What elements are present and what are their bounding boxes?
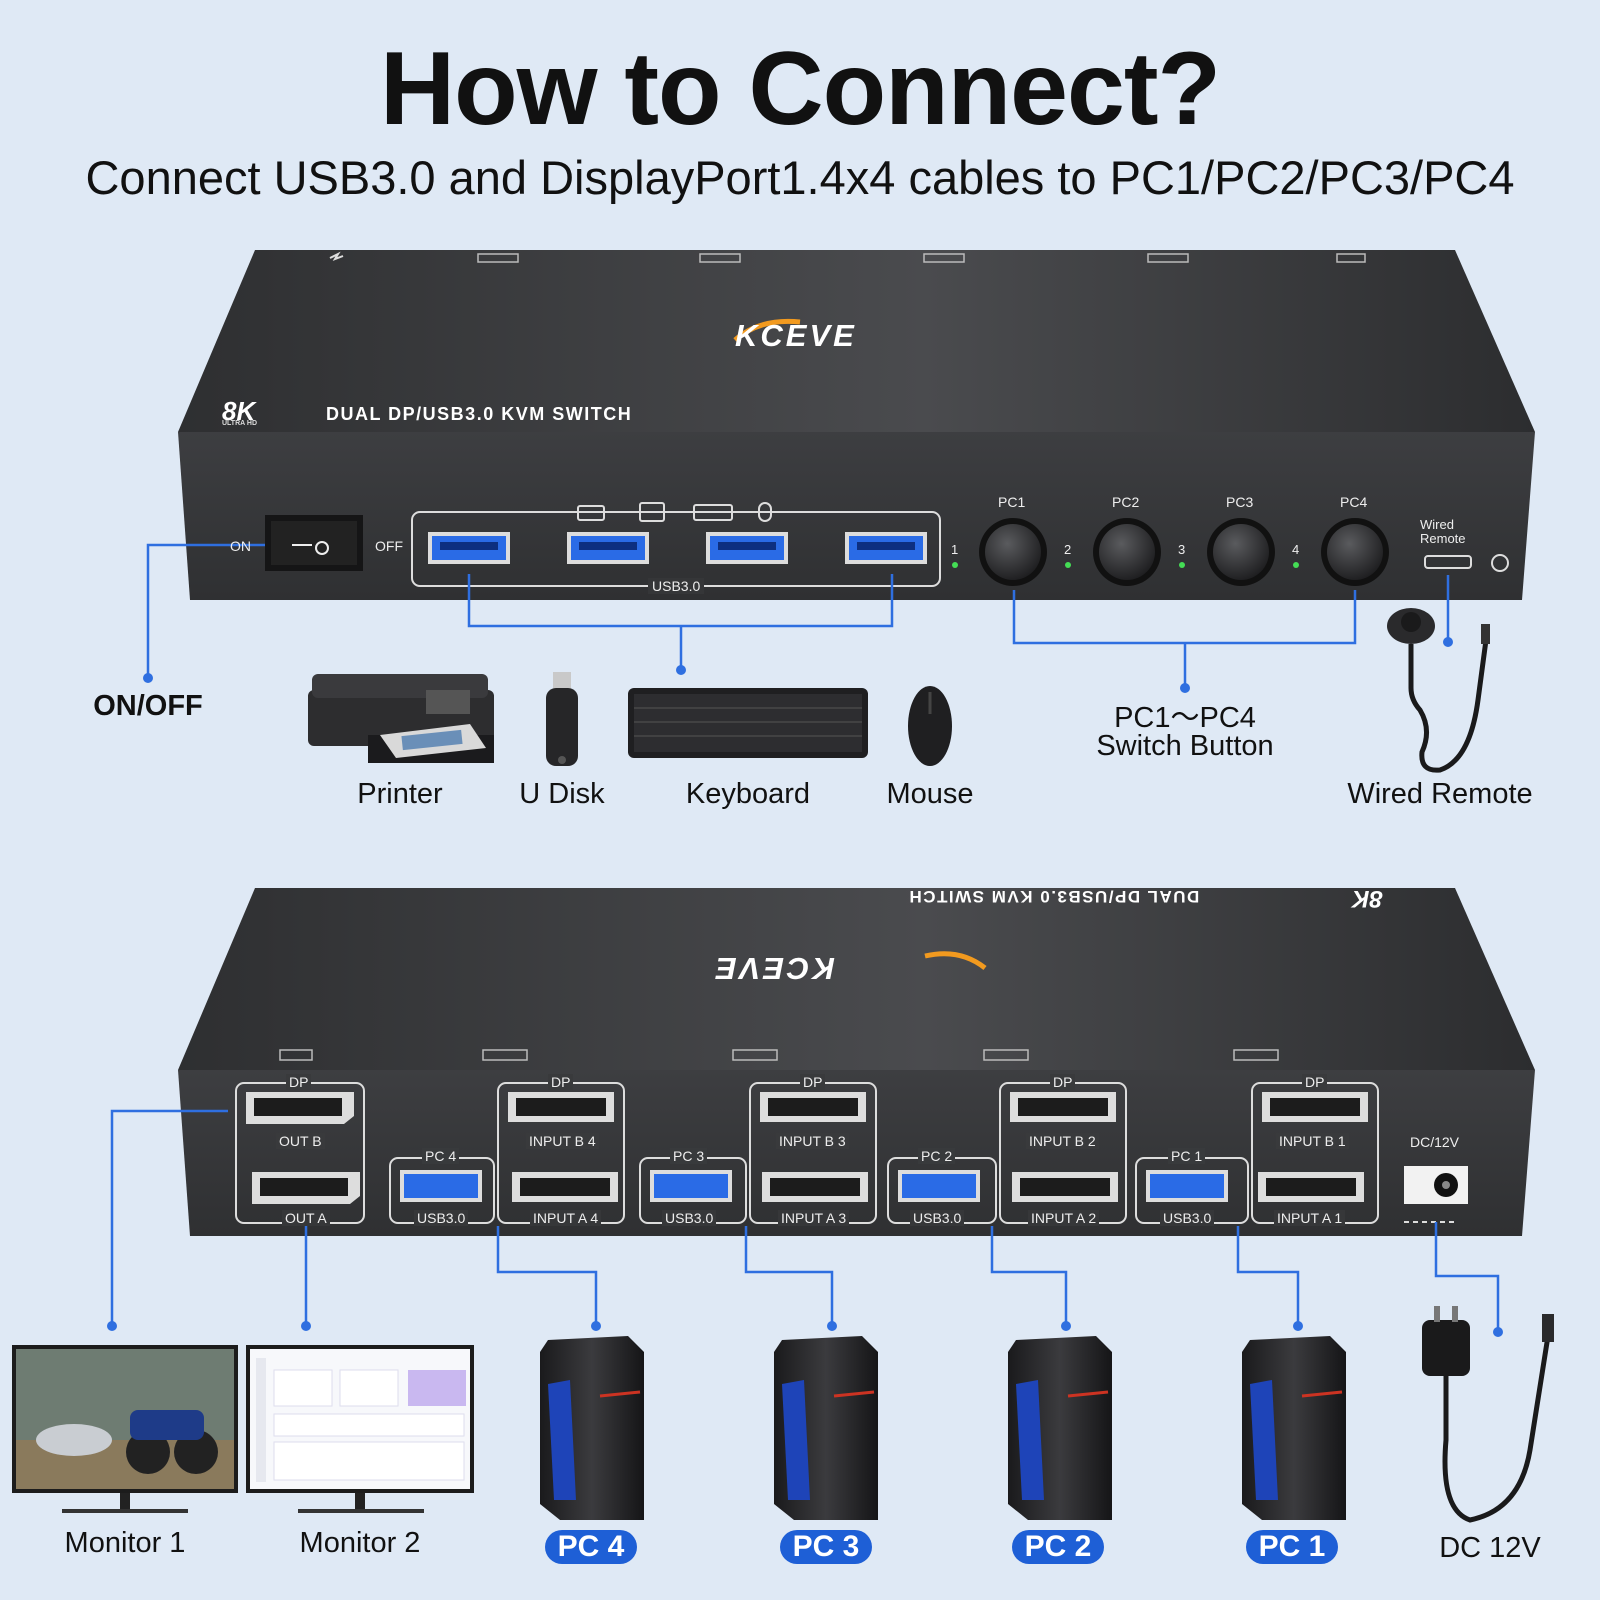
input-b-3-label: INPUT B 3 <box>776 1133 849 1149</box>
wired-remote-port-label: Wired Remote <box>1420 517 1466 546</box>
pc1-badge: PC 1 <box>1246 1530 1338 1564</box>
out-dp-label: DP <box>286 1074 312 1090</box>
pc3-button-label: PC3 <box>1226 494 1254 510</box>
pc-tower-3 <box>774 1336 878 1520</box>
led-number-4: 4 <box>1292 542 1300 557</box>
dp-port[interactable] <box>760 1092 866 1122</box>
peripheral-icons <box>577 502 772 522</box>
pc1-button-label: PC1 <box>998 494 1026 510</box>
usb-label: USB3.0 <box>662 1210 717 1226</box>
monitor-1-icon <box>12 1345 238 1513</box>
pc3-group-label: PC 3 <box>670 1148 708 1164</box>
on-off-caption: ON/OFF <box>93 690 203 722</box>
pc-tower-2 <box>1008 1336 1112 1520</box>
led-number-1: 1 <box>951 542 959 557</box>
dp-label: DP <box>548 1074 574 1090</box>
front-usb-ports[interactable] <box>428 532 927 564</box>
power-switch[interactable] <box>265 515 363 571</box>
pc4-group-label: PC 4 <box>422 1148 460 1164</box>
usb-port[interactable] <box>1146 1170 1228 1202</box>
dp-port[interactable] <box>762 1172 868 1202</box>
power-off-label: OFF <box>375 538 403 554</box>
pc2-button-label: PC2 <box>1112 494 1140 510</box>
brand-logo: KCEVE <box>735 318 857 353</box>
pc4-button-label: PC4 <box>1340 494 1368 510</box>
pc2-group-label: PC 2 <box>918 1148 956 1164</box>
dp-label: DP <box>800 1074 826 1090</box>
dp-label: DP <box>1302 1074 1328 1090</box>
switch-button-caption-line1: PC1～PC4 <box>1114 702 1256 734</box>
dp-port-out-a[interactable] <box>252 1172 360 1204</box>
dp-port[interactable] <box>512 1172 618 1202</box>
dc-port-label: DC/12V <box>1410 1134 1460 1150</box>
dp-port[interactable] <box>1262 1092 1368 1122</box>
dc-adapter-icon <box>1422 1306 1554 1523</box>
wired-remote-caption: Wired Remote <box>1347 778 1533 810</box>
model-text: DUAL DP/USB3.0 KVM SWITCH <box>326 404 633 424</box>
input-b-1-label: INPUT B 1 <box>1276 1133 1349 1149</box>
front-kvm-device <box>178 250 1535 600</box>
input-b-2-label: INPUT B 2 <box>1026 1133 1099 1149</box>
dp-port[interactable] <box>1258 1172 1364 1202</box>
pc-input-groups <box>389 1082 1379 1224</box>
udisk-caption: U Disk <box>519 778 605 810</box>
pc1-group-label: PC 1 <box>1168 1148 1206 1164</box>
dp-label: DP <box>1050 1074 1076 1090</box>
pc-switch-buttons[interactable] <box>979 518 1389 586</box>
usb-port[interactable] <box>400 1170 482 1202</box>
dp-port[interactable] <box>1010 1092 1116 1122</box>
led-number-2: 2 <box>1064 542 1072 557</box>
usb-label: USB3.0 <box>414 1210 469 1226</box>
printer-icon <box>308 674 494 763</box>
mouse-caption: Mouse <box>886 778 974 810</box>
mouse-icon <box>908 686 952 766</box>
page-title: How to Connect? <box>379 31 1221 147</box>
pc-tower-1 <box>1242 1336 1346 1520</box>
monitor-2-icon <box>246 1345 474 1513</box>
pc2-badge: PC 2 <box>1012 1530 1104 1564</box>
usb-port[interactable] <box>898 1170 980 1202</box>
dp-port-out-b[interactable] <box>246 1092 354 1124</box>
input-a-1-label: INPUT A 1 <box>1274 1210 1346 1226</box>
page-subtitle: Connect USB3.0 and DisplayPort1.4x4 cabl… <box>85 151 1515 204</box>
keyboard-icon <box>628 688 868 758</box>
pc-tower-4 <box>540 1336 644 1520</box>
usb-label: USB3.0 <box>1160 1210 1215 1226</box>
dc-12v-caption: DC 12V <box>1439 1532 1541 1564</box>
model-badge: 8K <box>222 396 256 426</box>
pc4-badge: PC 4 <box>545 1530 637 1564</box>
switch-button-caption-line2: Switch Button <box>1096 730 1274 762</box>
monitor-2-caption: Monitor 2 <box>299 1527 421 1559</box>
printer-caption: Printer <box>357 778 443 810</box>
rear-brand-logo: KCEVE <box>713 951 835 986</box>
usb-label: USB3.0 <box>910 1210 965 1226</box>
usb-group-label: USB3.0 <box>648 578 705 594</box>
out-b-label: OUT B <box>276 1133 325 1149</box>
input-a-2-label: INPUT A 2 <box>1028 1210 1100 1226</box>
wired-remote-icon <box>1387 608 1490 773</box>
usb-port[interactable] <box>650 1170 732 1202</box>
power-on-label: ON <box>230 538 251 554</box>
dc-jack[interactable] <box>1404 1166 1468 1223</box>
out-a-label: OUT A <box>282 1210 330 1226</box>
model-badge-sub: ULTRA HD <box>222 420 257 427</box>
input-a-4-label: INPUT A 4 <box>530 1210 602 1226</box>
input-a-3-label: INPUT A 3 <box>778 1210 850 1226</box>
rear-connector-lines <box>110 1109 1500 1330</box>
led-number-3: 3 <box>1178 542 1186 557</box>
front-connector-lines <box>146 543 1450 686</box>
keyboard-caption: Keyboard <box>685 778 811 810</box>
rear-model-badge: 8K <box>1352 885 1383 912</box>
input-b-4-label: INPUT B 4 <box>526 1133 599 1149</box>
pc3-badge: PC 3 <box>780 1530 872 1564</box>
rear-model-text: DUAL DP/USB3.0 KVM SWITCH <box>908 887 1200 906</box>
dp-port[interactable] <box>1012 1172 1118 1202</box>
usb-drive-icon <box>546 672 578 766</box>
wired-remote-port[interactable] <box>1424 554 1509 572</box>
dp-port[interactable] <box>508 1092 614 1122</box>
status-leds <box>952 562 1299 568</box>
monitor-1-caption: Monitor 1 <box>64 1527 186 1559</box>
